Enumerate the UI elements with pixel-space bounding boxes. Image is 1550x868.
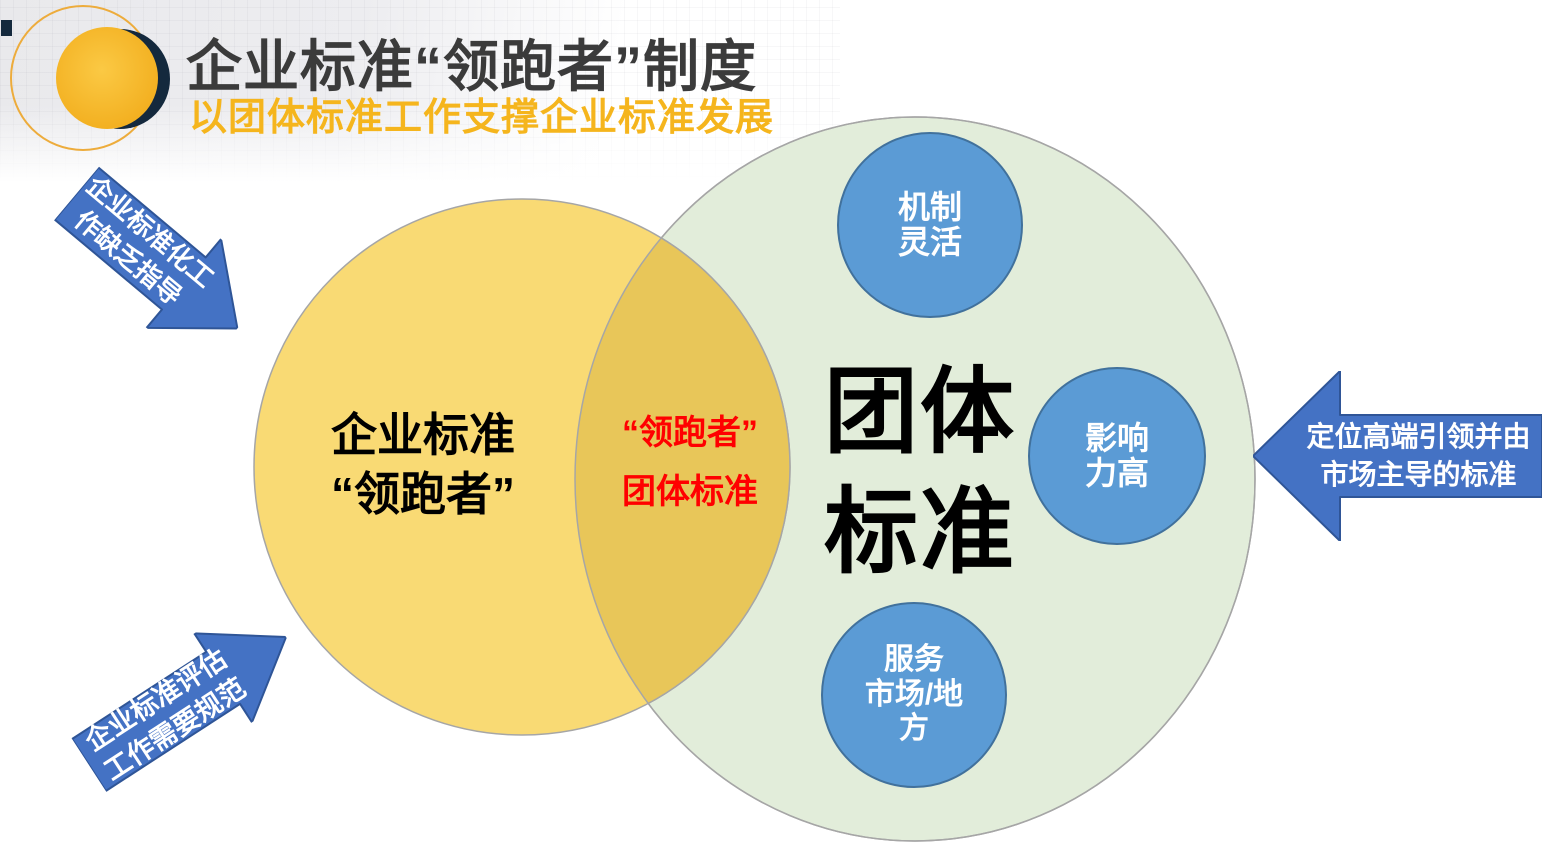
- group-circle-label-line1: 团体: [823, 359, 1016, 464]
- satellite-circle-top: [837, 132, 1023, 318]
- arrow-right-shape: [1253, 371, 1542, 541]
- overlap-label-line1: “领跑者”: [622, 414, 758, 452]
- arrow-right-line2: 市场主导的标准: [1320, 459, 1517, 490]
- arrow-bottom-left-shape: [71, 632, 288, 792]
- group-standard-circle-outline: [574, 116, 1256, 842]
- satellite-circle-right: [1028, 367, 1206, 545]
- arrow-right-line1: 定位高端引领并由: [1306, 420, 1531, 452]
- satellite-bottom-line3: 方: [899, 712, 929, 746]
- arrow-bottom-left: 企业标准评估 工作需要规范: [60, 593, 315, 810]
- enterprise-circle-label: 企业标准 “领跑者”: [273, 406, 573, 524]
- satellite-bottom-line1: 服务: [884, 642, 944, 676]
- satellite-label-top: 机制 灵活: [838, 133, 1022, 317]
- page-subtitle: 以团体标准工作支撑企业标准发展: [189, 97, 775, 139]
- overlap-label: “领跑者” 团体标准: [590, 404, 790, 522]
- arrow-top-left-shape: [53, 166, 239, 330]
- venn-overlap-region: [575, 198, 791, 736]
- corner-accent-chip: [1, 20, 12, 36]
- overlap-label-line2: 团体标准: [622, 473, 758, 512]
- satellite-label-bottom: 服务 市场/地 方: [822, 603, 1006, 787]
- arrow-right: 定位高端引领并由 市场主导的标准: [1253, 371, 1542, 541]
- enterprise-circle-label-line1: 企业标准: [331, 409, 515, 461]
- satellite-right-line1: 影响: [1084, 419, 1149, 456]
- satellite-top-line2: 灵活: [897, 224, 962, 260]
- enterprise-circle-label-line2: “领跑者”: [331, 467, 515, 520]
- page-title: 企业标准“领跑者”制度: [186, 35, 757, 98]
- group-circle-label-line2: 标准: [823, 479, 1016, 585]
- arrow-right-label: 定位高端引领并由 市场主导的标准: [1253, 371, 1542, 541]
- arrow-top-left: 企业标准化工 作缺乏指导: [39, 149, 274, 373]
- satellite-label-right: 影响 力高: [1029, 368, 1205, 544]
- satellite-top-line1: 机制: [897, 188, 962, 225]
- group-circle-label: 团体 标准: [770, 352, 1070, 593]
- logo-sun-icon: [56, 27, 158, 129]
- satellite-bottom-line2: 市场/地: [864, 677, 964, 711]
- satellite-circle-bottom: [821, 602, 1007, 788]
- satellite-right-line2: 力高: [1084, 455, 1149, 491]
